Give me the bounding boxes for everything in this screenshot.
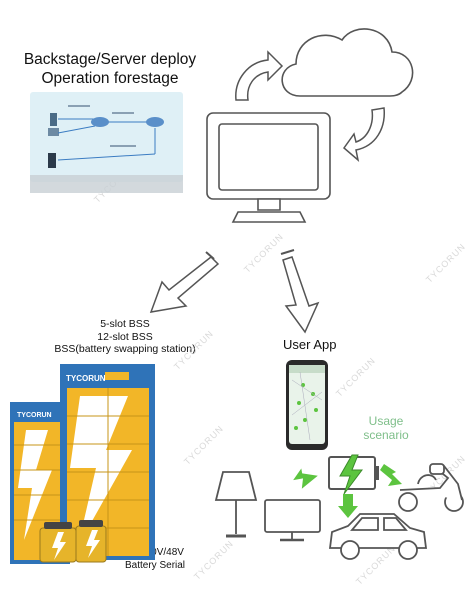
network-diagram-thumbnail bbox=[30, 92, 183, 193]
car-icon bbox=[328, 513, 428, 560]
down-arrow-icon bbox=[280, 249, 320, 334]
green-arrow-icon bbox=[293, 464, 402, 518]
battery-pack-icon bbox=[75, 520, 107, 563]
battery-line2: Battery Serial bbox=[125, 560, 186, 571]
bss-brand-small: TYCORUN bbox=[17, 412, 52, 419]
bss-description: 5-slot BSS 12-slot BSS BSS(battery swapp… bbox=[40, 318, 210, 356]
down-arrow-icon bbox=[149, 251, 220, 313]
bss-line2: 12-slot BSS bbox=[97, 330, 153, 343]
usage-line2: scenario bbox=[363, 428, 409, 442]
cloud-icon bbox=[91, 117, 164, 127]
refresh-arrow-icon bbox=[342, 107, 385, 162]
phone-app-icon bbox=[286, 360, 328, 450]
charging-battery-icon bbox=[328, 454, 379, 495]
deploy-title-line1: Backstage/Server deploy bbox=[23, 51, 197, 68]
phone-icon bbox=[48, 153, 56, 168]
deploy-title: Backstage/Server deploy Operation forest… bbox=[10, 50, 210, 88]
usage-scenario-label: Usage scenario bbox=[356, 414, 416, 442]
usage-line1: Usage bbox=[368, 414, 404, 428]
refresh-arrow-icon bbox=[235, 50, 284, 101]
user-app-label: User App bbox=[283, 337, 337, 352]
bss-line1: 5-slot BSS bbox=[100, 318, 150, 330]
cloud-icon bbox=[281, 28, 414, 97]
scooter-icon bbox=[398, 463, 464, 512]
deploy-title-line2: Operation forestage bbox=[41, 70, 179, 87]
server-icon bbox=[48, 113, 59, 136]
bss-brand-large: TYCORUN bbox=[66, 374, 106, 383]
bss-line3: BSS(battery swapping station) bbox=[54, 343, 196, 355]
monitor-icon bbox=[206, 112, 331, 223]
tv-icon bbox=[264, 499, 321, 542]
lamp-icon bbox=[214, 471, 258, 538]
battery-pack-icon bbox=[39, 522, 77, 563]
